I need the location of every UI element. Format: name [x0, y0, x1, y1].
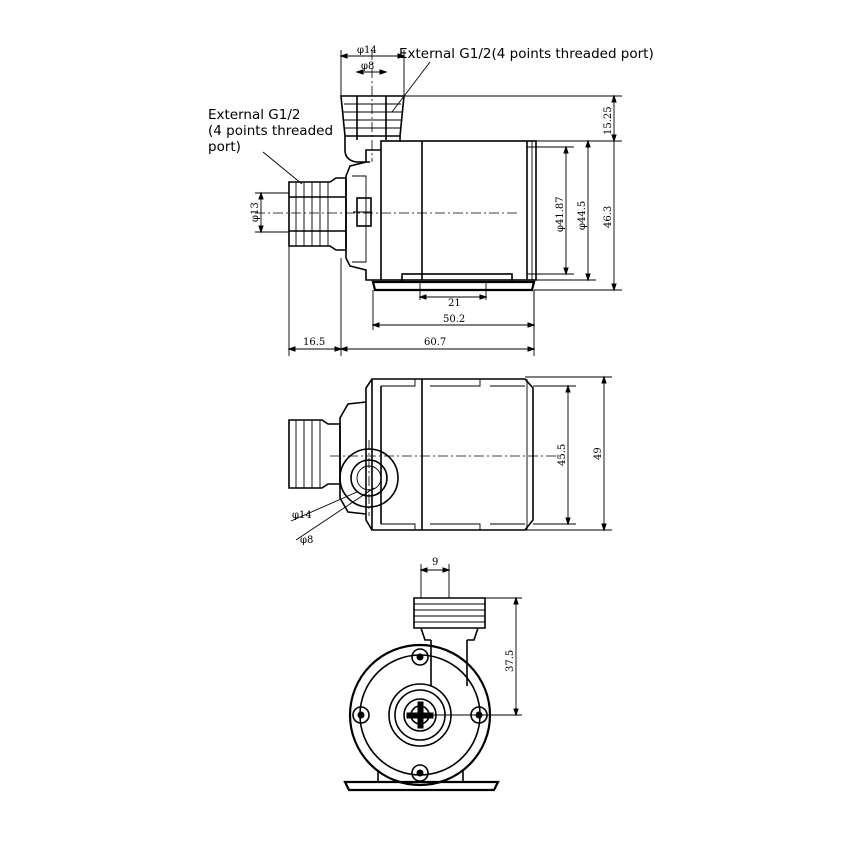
dim-body-length-label: 60.7	[424, 337, 446, 348]
dim-side-port	[255, 191, 289, 234]
callout-side-port-line1: External G1/2	[208, 107, 301, 123]
side-view: 45.5 49 φ14 φ8	[288, 375, 612, 546]
dim-top-height-label: 15.25	[603, 106, 614, 135]
dim-body-outer-label: φ44.5	[577, 201, 588, 230]
impeller	[406, 701, 434, 729]
screw	[352, 648, 488, 782]
callout-top-port: External G1/2(4 points threaded port)	[399, 46, 654, 62]
dim-front-height: 37.5	[505, 650, 516, 672]
dim-lengths	[287, 246, 536, 356]
dim-top-inner: φ8	[361, 61, 374, 72]
motor-body	[345, 140, 537, 283]
dim-side-port-label: φ13	[250, 202, 261, 222]
dim-top-height	[404, 94, 622, 143]
dim-side-width-outer: 49	[593, 447, 604, 460]
top-view: φ14 φ8 External G1/2(4 points threaded p…	[208, 45, 654, 356]
side-port	[288, 177, 347, 251]
top-port	[340, 95, 405, 163]
dim-top-outer: φ14	[357, 45, 377, 56]
callout-side-port-line3: port)	[208, 139, 241, 155]
dim-body-outer	[536, 139, 596, 282]
dim-front-offset: 9	[432, 557, 438, 568]
dim-body-inner	[527, 145, 574, 276]
dim-base-slot-label: 21	[448, 298, 461, 309]
dim-base-slot	[418, 294, 488, 300]
dim-port-length-label: 16.5	[303, 337, 325, 348]
dim-total-height	[534, 141, 622, 292]
dim-side-inner: φ8	[300, 535, 313, 546]
dim-top-port	[339, 50, 406, 96]
dim-side-width-inner: 45.5	[557, 444, 568, 466]
dim-base-width-label: 50.2	[443, 314, 465, 325]
dim-body-inner-label: φ41.87	[555, 196, 566, 232]
dim-side-outer: φ14	[292, 510, 312, 521]
front-view: 9 37.5	[343, 557, 522, 792]
callout-side-port-line2: (4 points threaded	[208, 123, 333, 139]
dim-total-height-label: 46.3	[603, 206, 614, 228]
